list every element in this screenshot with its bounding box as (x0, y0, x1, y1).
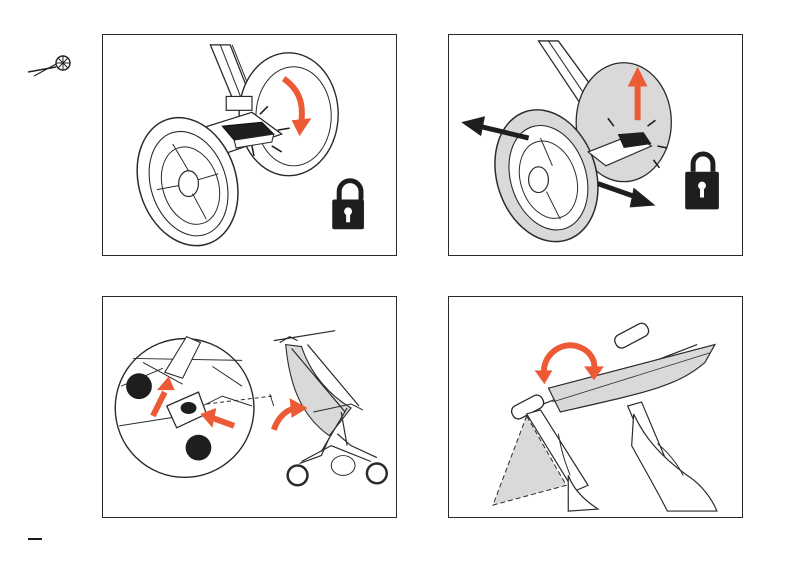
panel-canopy-fold (448, 296, 743, 518)
panel-brake-release (448, 34, 743, 256)
panel-canopy-attach (102, 296, 397, 518)
canopy-attach-illustration (103, 297, 396, 517)
panel-brake-engage (102, 34, 397, 256)
lock-icon (685, 154, 719, 209)
brake-engage-illustration (103, 35, 396, 255)
page-mark (28, 538, 42, 540)
brake-release-illustration (449, 35, 742, 255)
lock-icon (332, 181, 364, 230)
wheel-stroller-icon (26, 50, 78, 80)
canopy-fold-illustration (449, 297, 742, 517)
